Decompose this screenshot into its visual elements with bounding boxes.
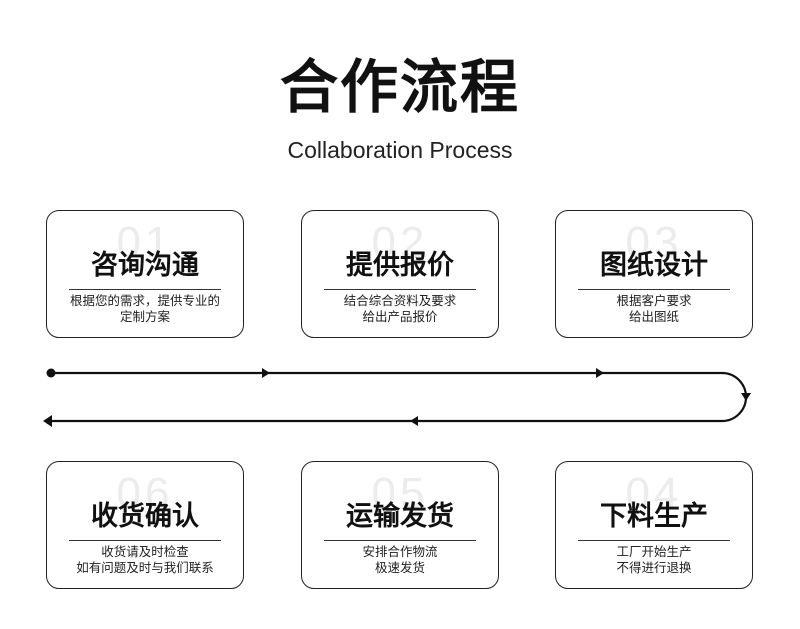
step-number: 06 [116, 469, 174, 518]
step-desc-line-2: 极速发货 [374, 560, 425, 575]
step-desc-line-1: 工厂开始生产 [616, 544, 692, 559]
step-desc-line-1: 安排合作物流 [362, 544, 438, 559]
arrow-right-icon [596, 368, 604, 378]
step-title: 咨询沟通 [91, 250, 199, 281]
step-desc-line-1: 结合综合资料及要求 [343, 293, 457, 308]
step-title: 提供报价 [346, 250, 454, 281]
step-number: 05 [371, 469, 429, 518]
step-desc-line-2: 定制方案 [119, 309, 170, 324]
step-number: 03 [625, 218, 683, 267]
step-desc-line-2: 给出产品报价 [362, 309, 438, 324]
step-title: 运输发货 [346, 501, 454, 532]
step-card-confirm-receipt: 06 收货确认 收货请及时检查 如有问题及时与我们联系 [46, 461, 244, 589]
step-divider [324, 540, 476, 541]
step-divider [578, 540, 730, 541]
step-desc-line-1: 根据您的需求，提供专业的 [69, 293, 220, 308]
arrow-right-icon [262, 368, 270, 378]
step-desc-line-2: 不得进行退换 [616, 560, 692, 575]
step-number: 04 [625, 469, 683, 518]
arrow-left-icon [43, 415, 52, 427]
step-number: 02 [371, 218, 429, 267]
step-card-design: 03 图纸设计 根据客户要求 给出图纸 [555, 210, 753, 338]
page-title: 合作流程 [279, 53, 520, 121]
step-card-shipping: 05 运输发货 安排合作物流 极速发货 [301, 461, 499, 589]
step-title: 下料生产 [600, 501, 708, 532]
flow-path [50, 371, 748, 423]
step-desc-line-1: 根据客户要求 [616, 293, 692, 308]
step-divider [578, 289, 730, 290]
arrow-down-icon [741, 393, 751, 401]
step-card-quote: 02 提供报价 结合综合资料及要求 给出产品报价 [301, 210, 499, 338]
step-card-consult: 01 咨询沟通 根据您的需求，提供专业的 定制方案 [46, 210, 244, 338]
page-subtitle: Collaboration Process [287, 137, 513, 163]
arrow-left-icon [410, 416, 418, 426]
step-desc-line-2: 如有问题及时与我们联系 [76, 560, 214, 575]
step-divider [69, 540, 221, 541]
step-title: 收货确认 [91, 501, 199, 532]
step-number: 01 [116, 218, 174, 267]
step-desc-line-1: 收货请及时检查 [101, 544, 189, 559]
step-card-production: 04 下料生产 工厂开始生产 不得进行退换 [555, 461, 753, 589]
step-desc-line-2: 给出图纸 [628, 309, 679, 324]
step-title: 图纸设计 [600, 250, 708, 281]
step-divider [69, 289, 221, 290]
step-divider [324, 289, 476, 290]
